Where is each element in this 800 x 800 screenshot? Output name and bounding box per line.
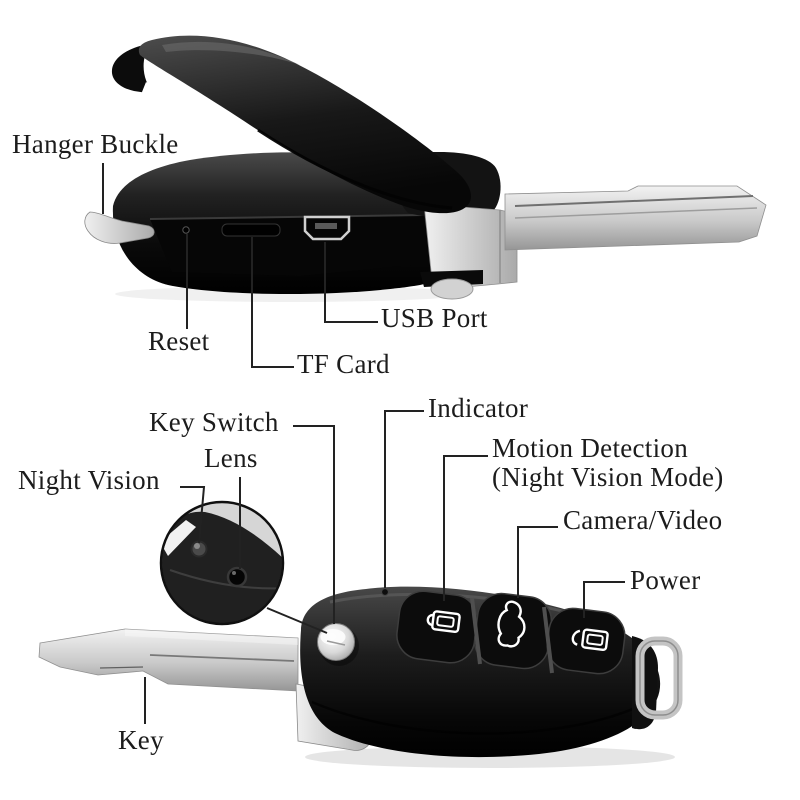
- key-ring-loop: [632, 636, 683, 730]
- leader-camera-video: [517, 526, 558, 598]
- magnifier-inset: [159, 500, 328, 634]
- cover-step-line: [257, 128, 453, 210]
- side-recess-panel: [150, 215, 431, 276]
- label-motion-detection-line2: (Night Vision Mode): [492, 462, 724, 492]
- leader-tf-card: [251, 237, 294, 368]
- button-ridge: [470, 597, 482, 665]
- usb-port: [303, 215, 351, 241]
- lock-button-icon: [426, 610, 461, 633]
- hinge-nub: [430, 278, 474, 300]
- hanger-buckle: [84, 211, 155, 244]
- night-vision-led: [190, 540, 208, 558]
- lock-button: [396, 590, 478, 664]
- leader-usb-port: [324, 242, 378, 323]
- label-lens: Lens: [204, 443, 258, 473]
- leader-night-vision: [180, 486, 206, 544]
- label-key-switch: Key Switch: [149, 407, 279, 437]
- cover-sheen: [162, 41, 300, 65]
- unlock-button: [546, 607, 626, 675]
- reset-hole: [182, 226, 190, 234]
- leader-key-switch: [293, 425, 335, 624]
- top-view-photo: [84, 35, 767, 302]
- label-power: Power: [630, 565, 701, 595]
- magnifier-content: [162, 503, 282, 623]
- trunk-button-icon: [497, 600, 526, 648]
- key-switch-pivot: [317, 623, 359, 666]
- label-motion-detection: Motion Detection (Night Vision Mode): [492, 434, 724, 492]
- tf-card-slot: [221, 223, 281, 237]
- remote-buttons: [396, 590, 626, 675]
- bottom-view-shadow: [305, 746, 675, 768]
- label-camera-video: Camera/Video: [563, 505, 723, 535]
- indicator-hole: [381, 588, 389, 596]
- key-blade-top-view: [504, 185, 767, 251]
- label-indicator: Indicator: [428, 393, 529, 423]
- label-motion-detection-line1: Motion Detection: [492, 433, 689, 463]
- key-blade-bottom-view: [38, 628, 299, 692]
- leader-motion-detection: [443, 455, 488, 601]
- unlock-button-icon: [571, 628, 609, 651]
- magnifier-border: [159, 500, 285, 626]
- label-usb-port: USB Port: [381, 303, 488, 333]
- label-tf-card: TF Card: [297, 349, 390, 379]
- bottom-view-photo: [38, 586, 683, 768]
- cover-hook-gap: [140, 82, 172, 100]
- leader-lines: [102, 163, 625, 724]
- label-night-vision: Night Vision: [18, 465, 160, 495]
- flip-cover: [111, 35, 472, 214]
- label-key: Key: [118, 725, 164, 755]
- body-seam: [311, 700, 649, 735]
- side-recess-lip: [149, 214, 425, 220]
- leader-power: [583, 581, 625, 618]
- label-hanger-buckle: Hanger Buckle: [12, 129, 179, 159]
- button-ridge: [542, 606, 554, 674]
- leader-indicator: [384, 410, 424, 588]
- magnifier-connector-line: [266, 607, 328, 634]
- label-reset: Reset: [148, 326, 210, 356]
- lens-hole: [226, 566, 248, 588]
